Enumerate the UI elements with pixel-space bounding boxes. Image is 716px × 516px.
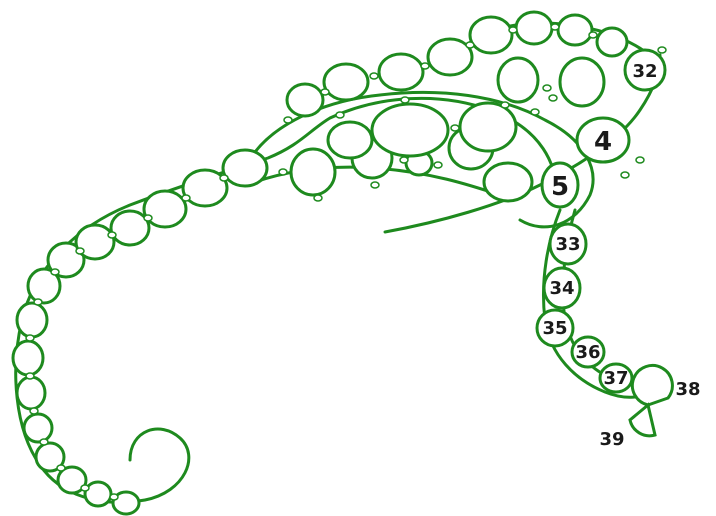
picot [284, 117, 292, 123]
picot [57, 465, 65, 471]
label-37: 37 [603, 368, 628, 389]
chain-ring [372, 104, 448, 156]
chain-ring [379, 54, 423, 90]
picot [451, 125, 459, 131]
picot [636, 157, 644, 163]
picot [621, 172, 629, 178]
picot [543, 85, 551, 91]
chain-ring [111, 211, 149, 245]
picot [401, 97, 409, 103]
chain-ring [223, 150, 267, 186]
chain-ring [324, 64, 368, 100]
chain-ring [560, 58, 604, 106]
label-36: 36 [575, 342, 600, 363]
picot [370, 73, 378, 79]
picot [549, 95, 557, 101]
chain-ring [85, 482, 111, 506]
chain-ring [597, 28, 627, 56]
picot [421, 63, 429, 69]
picot [81, 485, 89, 491]
chain-ring [183, 170, 227, 206]
picot [220, 175, 228, 181]
label-34: 34 [549, 278, 574, 299]
label-38: 38 [675, 379, 700, 400]
chain-ring [460, 103, 516, 151]
chain-ring [13, 341, 43, 375]
ring-38-split [632, 365, 672, 405]
picot [658, 47, 666, 53]
picot [108, 232, 116, 238]
chain-ring [484, 163, 532, 201]
chain-ring [17, 303, 47, 337]
picot [314, 195, 322, 201]
picot [501, 102, 509, 108]
ring-elements [13, 12, 627, 514]
picot [110, 494, 118, 500]
picot [26, 335, 34, 341]
chain-ring [516, 12, 552, 44]
label-33: 33 [555, 234, 580, 255]
picot [34, 299, 42, 305]
ring-39-split [630, 405, 655, 436]
picot [336, 112, 344, 118]
label-35: 35 [542, 318, 567, 339]
picot [182, 195, 190, 201]
picot [76, 248, 84, 254]
chain-ring [558, 15, 592, 45]
picot [466, 42, 474, 48]
picot [551, 24, 559, 30]
chain-ring [24, 414, 52, 442]
picot [30, 408, 38, 414]
picot [509, 27, 517, 33]
picot [371, 182, 379, 188]
label-32: 32 [632, 61, 657, 82]
picot [144, 215, 152, 221]
picot [40, 439, 48, 445]
picot [434, 162, 442, 168]
picot [321, 89, 329, 95]
picot [400, 157, 408, 163]
picot [279, 169, 287, 175]
chain-ring [17, 377, 45, 409]
picot [531, 109, 539, 115]
picot [51, 269, 59, 275]
chain-ring [328, 122, 372, 158]
picot [589, 32, 597, 38]
chain-ring [287, 84, 323, 116]
chain-ring [291, 149, 335, 195]
label-39: 39 [599, 429, 624, 450]
chain-ring [498, 58, 538, 102]
label-5: 5 [551, 172, 569, 202]
chain-ring [144, 191, 186, 227]
picot [26, 373, 34, 379]
chain-ring [470, 17, 512, 53]
label-4: 4 [594, 127, 612, 157]
